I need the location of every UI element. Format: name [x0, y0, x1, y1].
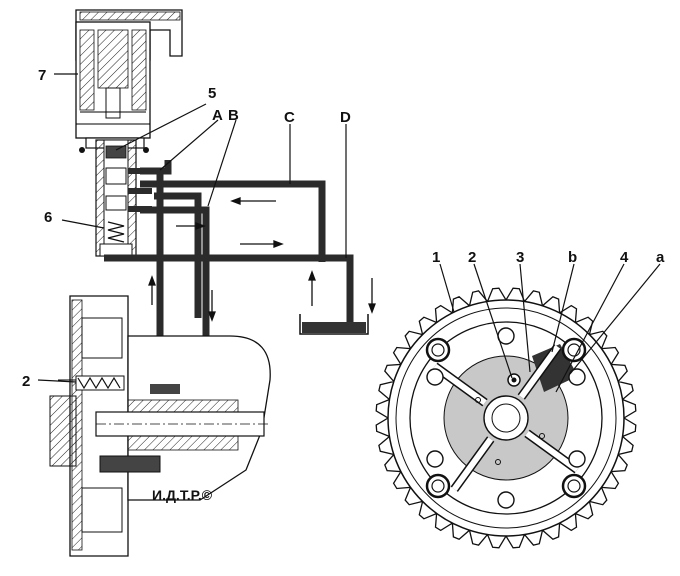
- label-A: A: [212, 107, 223, 124]
- label-2-right: 2: [468, 249, 476, 266]
- label-5: 5: [208, 85, 216, 102]
- outer-bolt-inner-0: [431, 343, 445, 357]
- callout-labels: 7 5 A B C D 6 2 1 2 3 b 4 a И.Д.Т.Р.©: [22, 67, 665, 503]
- label-3: 3: [516, 249, 524, 266]
- label-B: B: [228, 107, 239, 124]
- label-D: D: [340, 109, 351, 126]
- label-1: 1: [432, 249, 440, 266]
- inner-bolt-5: [568, 368, 586, 386]
- copyright-watermark: И.Д.Т.Р.©: [152, 487, 213, 503]
- label-6: 6: [44, 209, 52, 226]
- label-7: 7: [38, 67, 46, 84]
- solenoid-valve: [75, 9, 183, 257]
- inner-bolt-0: [568, 450, 586, 468]
- label-a: a: [656, 249, 665, 266]
- inner-bolt-1: [497, 491, 515, 509]
- outer-bolt-inner-3: [567, 479, 581, 493]
- rotor-vanes: [432, 344, 580, 492]
- label-2-left: 2: [22, 373, 30, 390]
- label-4: 4: [620, 249, 629, 266]
- vane-fill-1: [451, 437, 494, 491]
- leader-lines: [37, 73, 661, 393]
- outer-bolt-inner-2: [431, 479, 445, 493]
- vane-fill-0: [525, 430, 579, 473]
- label-C: C: [284, 109, 295, 126]
- inner-bolt-2: [426, 450, 444, 468]
- vvt-sprocket: [375, 287, 637, 549]
- vane-fill-2: [433, 363, 487, 406]
- inner-bolt-3: [426, 368, 444, 386]
- vane-fill-3: [518, 345, 561, 399]
- label-b: b: [568, 249, 577, 266]
- camshaft-section: [49, 295, 271, 557]
- mounting-bolts: [425, 327, 587, 509]
